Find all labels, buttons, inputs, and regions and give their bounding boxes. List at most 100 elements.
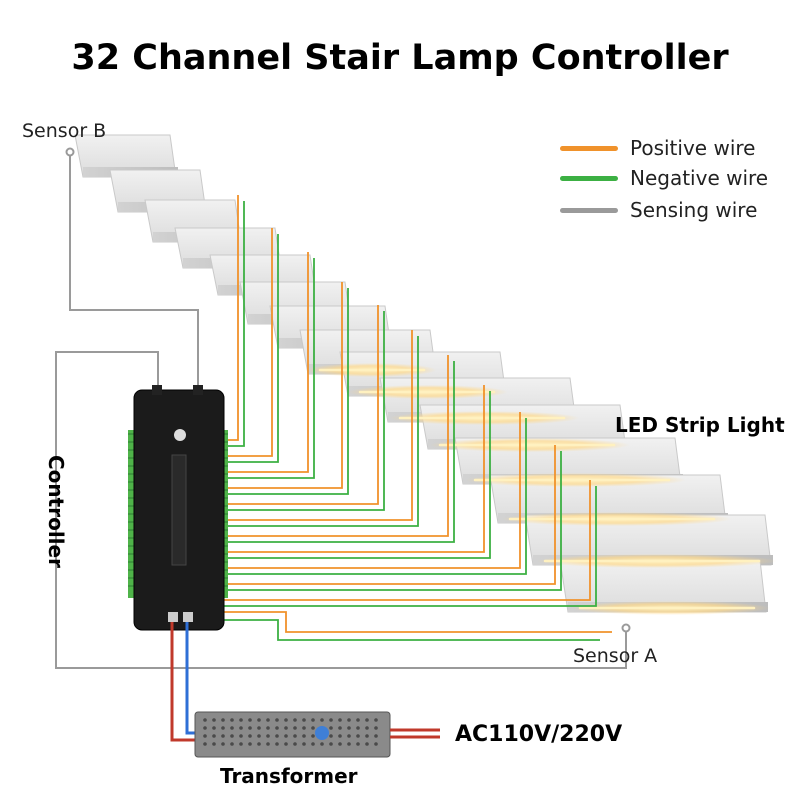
vent-hole (293, 726, 297, 730)
power-wire-red (170, 622, 198, 742)
vent-hole (275, 734, 279, 738)
vent-hole (257, 726, 261, 730)
vent-hole (257, 742, 261, 746)
vent-hole (203, 734, 207, 738)
vent-hole (311, 742, 315, 746)
vent-hole (338, 742, 342, 746)
vent-hole (374, 742, 378, 746)
vent-hole (284, 734, 288, 738)
vent-hole (284, 718, 288, 722)
vent-hole (221, 734, 225, 738)
positive-wire (218, 385, 485, 553)
negative-wire (218, 418, 527, 575)
controller-device (128, 385, 228, 631)
controller-label-strip (171, 454, 187, 566)
sensor-a-node (621, 623, 631, 633)
transformer-housing (194, 711, 391, 758)
vent-hole (374, 718, 378, 722)
vent-hole (221, 726, 225, 730)
vent-hole (347, 718, 351, 722)
vent-hole (329, 734, 333, 738)
controller-knob (174, 429, 186, 441)
positive-wire (218, 355, 449, 537)
positive-wire (218, 412, 521, 569)
vent-hole (302, 734, 306, 738)
vent-hole (275, 718, 279, 722)
controller-label: Controller (44, 455, 68, 568)
sensor-port (193, 385, 203, 395)
page-title: 32 Channel Stair Lamp Controller (71, 38, 729, 78)
negative-wire (218, 288, 349, 495)
negative-wire (218, 258, 315, 479)
vent-hole (302, 726, 306, 730)
vent-hole (257, 718, 261, 722)
power-wire-blue (185, 622, 198, 735)
vent-hole (338, 718, 342, 722)
negative-wire (218, 234, 279, 463)
vent-hole (374, 726, 378, 730)
vent-hole (230, 734, 234, 738)
vent-hole (257, 734, 261, 738)
legend-sensing-label: Sensing wire (630, 198, 758, 222)
positive-wire (218, 480, 591, 601)
vent-hole (365, 742, 369, 746)
transformer-indicator (315, 726, 329, 740)
vent-hole (311, 734, 315, 738)
vent-hole (212, 734, 216, 738)
vent-hole (311, 718, 315, 722)
vent-hole (284, 742, 288, 746)
vent-hole (239, 718, 243, 722)
vent-hole (356, 726, 360, 730)
vent-hole (248, 742, 252, 746)
vent-hole (248, 718, 252, 722)
positive-wire (218, 282, 343, 489)
vent-hole (203, 742, 207, 746)
negative-wire-swatch (560, 175, 618, 181)
vent-hole (230, 726, 234, 730)
vent-hole (302, 742, 306, 746)
vent-hole (311, 726, 315, 730)
negative-wire (218, 361, 455, 543)
transformer-device (170, 622, 440, 758)
vent-hole (320, 718, 324, 722)
vent-hole (329, 726, 333, 730)
legend-sensing: Sensing wire (560, 196, 757, 224)
negative-wire (218, 486, 597, 607)
led-strip-label: LED Strip Light (615, 413, 785, 437)
vent-hole (248, 726, 252, 730)
vent-hole (338, 734, 342, 738)
negative-wire (218, 311, 385, 511)
sensing-wire-a (55, 351, 627, 669)
vent-hole (365, 718, 369, 722)
positive-wire (218, 228, 273, 457)
vent-hole (293, 742, 297, 746)
sensing-wire-b (69, 152, 199, 390)
negative-wire (218, 391, 491, 559)
vent-hole (239, 734, 243, 738)
negative-wire (218, 619, 600, 641)
vent-hole (239, 726, 243, 730)
vent-hole (293, 718, 297, 722)
legend-positive-label: Positive wire (630, 136, 756, 160)
vent-hole (266, 742, 270, 746)
vent-hole (365, 726, 369, 730)
transformer-label: Transformer (220, 764, 358, 788)
positive-wire (218, 611, 612, 633)
sensor-port (152, 385, 162, 395)
vent-hole (302, 718, 306, 722)
vent-hole (221, 718, 225, 722)
vent-hole (266, 734, 270, 738)
sensor-a-label: Sensor A (573, 645, 658, 667)
power-terminal (183, 612, 193, 622)
legend-negative: Negative wire (560, 164, 768, 192)
vent-hole (203, 718, 207, 722)
vent-hole (212, 742, 216, 746)
vent-hole (293, 734, 297, 738)
vent-hole (365, 734, 369, 738)
vent-hole (230, 718, 234, 722)
vent-hole (284, 726, 288, 730)
vent-hole (329, 742, 333, 746)
vent-hole (266, 726, 270, 730)
